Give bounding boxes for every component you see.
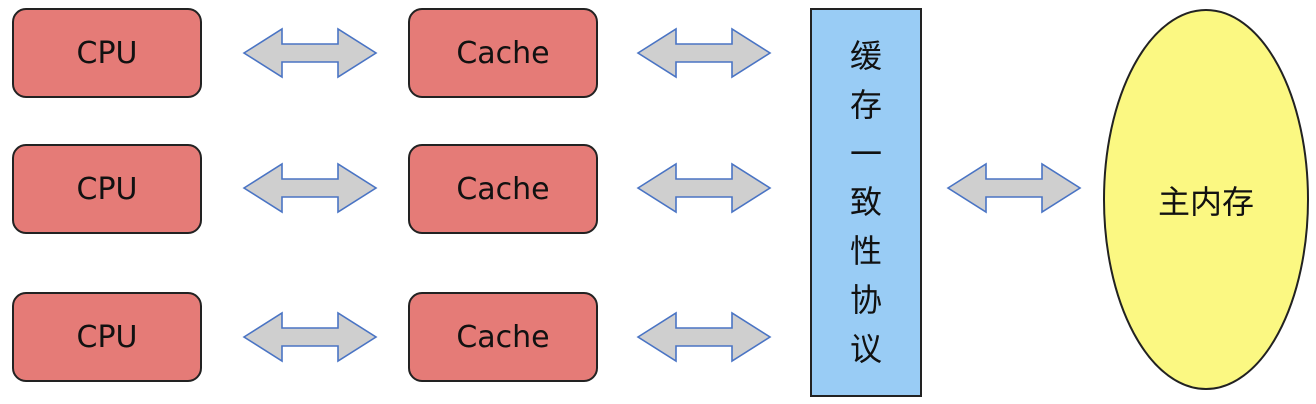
memory-ellipse — [1103, 9, 1309, 390]
cpu-label-3: CPU — [76, 319, 138, 355]
double-arrow-icon — [636, 27, 772, 79]
protocol-char: 一 — [849, 134, 882, 173]
double-arrow-icon — [636, 162, 772, 214]
double-arrow-shape — [636, 162, 772, 214]
protocol-char: 性 — [849, 232, 882, 271]
coherence-protocol-box: 缓 存 一 致 性 协 议 — [810, 8, 922, 397]
main-memory: 主内存 — [1102, 8, 1310, 391]
cpu-label-2: CPU — [76, 171, 138, 207]
double-arrow-icon — [946, 162, 1082, 214]
cpu-box-3: CPU — [12, 292, 202, 382]
cache-label-2: Cache — [456, 171, 550, 207]
cache-box-3: Cache — [408, 292, 598, 382]
protocol-char: 缓 — [849, 37, 882, 76]
protocol-char: 议 — [849, 329, 882, 368]
memory-label: 主内存 — [1157, 182, 1254, 221]
cpu-box-2: CPU — [12, 144, 202, 234]
cache-box-1: Cache — [408, 8, 598, 98]
double-arrow-icon — [636, 311, 772, 363]
double-arrow-icon — [242, 311, 378, 363]
cpu-label-1: CPU — [76, 35, 138, 71]
double-arrow-shape — [636, 311, 772, 363]
cpu-box-1: CPU — [12, 8, 202, 98]
double-arrow-shape — [242, 311, 378, 363]
protocol-char: 致 — [849, 183, 882, 222]
double-arrow-shape — [242, 162, 378, 214]
cache-label-1: Cache — [456, 35, 550, 71]
double-arrow-icon — [242, 162, 378, 214]
cache-label-3: Cache — [456, 319, 550, 355]
cache-box-2: Cache — [408, 144, 598, 234]
double-arrow-shape — [636, 27, 772, 79]
protocol-char: 存 — [849, 86, 882, 125]
double-arrow-shape — [242, 27, 378, 79]
protocol-char: 协 — [849, 280, 882, 319]
double-arrow-icon — [242, 27, 378, 79]
double-arrow-shape — [946, 162, 1082, 214]
